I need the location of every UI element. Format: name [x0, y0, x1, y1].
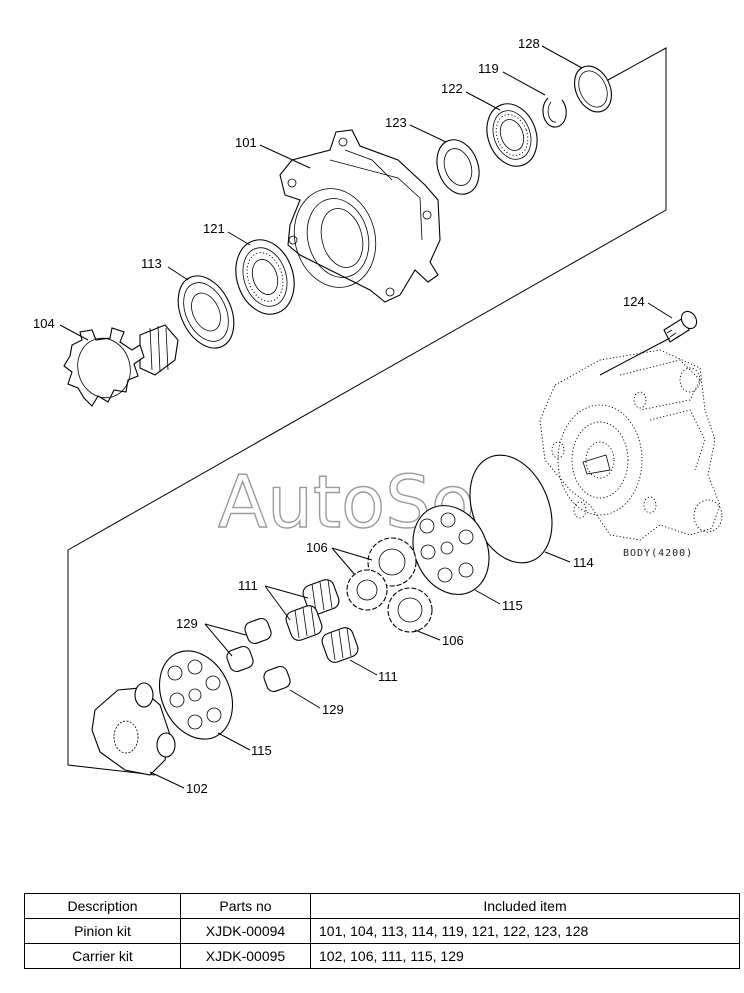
- header-parts-no: Parts no: [180, 893, 311, 919]
- cell-parts-no: XJDK-00094: [180, 918, 311, 944]
- cell-description: Pinion kit: [24, 918, 181, 944]
- callout-123: 123: [385, 115, 407, 130]
- table-row: Carrier kit XJDK-00095 102, 106, 111, 11…: [24, 943, 740, 969]
- callout-114: 114: [573, 555, 594, 570]
- header-description: Description: [24, 893, 181, 919]
- callout-111-lower: 111: [378, 669, 398, 684]
- part-104-pinion: [63, 324, 179, 407]
- callout-129-upper: 129: [176, 616, 198, 631]
- part-115-plate-lower: [159, 650, 233, 740]
- part-128-ring: [574, 65, 612, 113]
- leader-lines: [59, 45, 673, 789]
- body-4200-label: BODY(4200): [623, 548, 693, 559]
- callouts: 128 119 122 123 101 121 113 104 124 114 …: [33, 36, 645, 796]
- callout-122: 122: [441, 81, 463, 96]
- part-106-gears: [346, 537, 433, 633]
- part-121-bearing: [235, 239, 295, 315]
- part-101-housing: [279, 129, 441, 303]
- cell-parts-no: XJDK-00095: [180, 943, 311, 969]
- callout-128: 128: [518, 36, 540, 51]
- header-included-item: Included item: [310, 893, 740, 919]
- callout-102: 102: [186, 781, 208, 796]
- part-111-bearings: [285, 579, 359, 663]
- part-129-bushings: [226, 617, 291, 693]
- part-115-plate-upper: [412, 505, 490, 595]
- callout-106-upper: 106: [306, 540, 328, 555]
- callout-101: 101: [235, 135, 257, 150]
- callout-115-upper: 115: [502, 598, 523, 613]
- part-122-bearing: [486, 103, 538, 167]
- callout-111-upper: 111: [238, 578, 258, 593]
- cell-included-item: 102, 106, 111, 115, 129: [310, 943, 740, 969]
- part-124-bolt: [663, 310, 698, 343]
- callout-129-lower: 129: [322, 702, 344, 717]
- callout-106-lower: 106: [442, 633, 464, 648]
- callout-119: 119: [478, 61, 499, 76]
- part-102-carrier: [91, 682, 176, 776]
- body-4200-outline: [539, 349, 723, 541]
- callout-124: 124: [623, 294, 645, 309]
- callout-121: 121: [203, 221, 225, 236]
- part-119-snap-ring: [542, 97, 567, 128]
- callout-113: 113: [141, 256, 162, 271]
- kit-table: Description Parts no Included item Pinio…: [24, 893, 740, 969]
- part-123-seal: [436, 139, 480, 195]
- assembly-outline: [67, 47, 667, 776]
- exploded-parts-diagram: AutoSoft: [33, 36, 723, 796]
- part-113-seal: [177, 275, 235, 349]
- table-header-row: Description Parts no Included item: [24, 893, 740, 919]
- table-row: Pinion kit XJDK-00094 101, 104, 113, 114…: [24, 918, 740, 944]
- cell-description: Carrier kit: [24, 943, 181, 969]
- cell-included-item: 101, 104, 113, 114, 119, 121, 122, 123, …: [310, 918, 740, 944]
- callout-104: 104: [33, 316, 55, 331]
- callout-115-lower: 115: [251, 743, 272, 758]
